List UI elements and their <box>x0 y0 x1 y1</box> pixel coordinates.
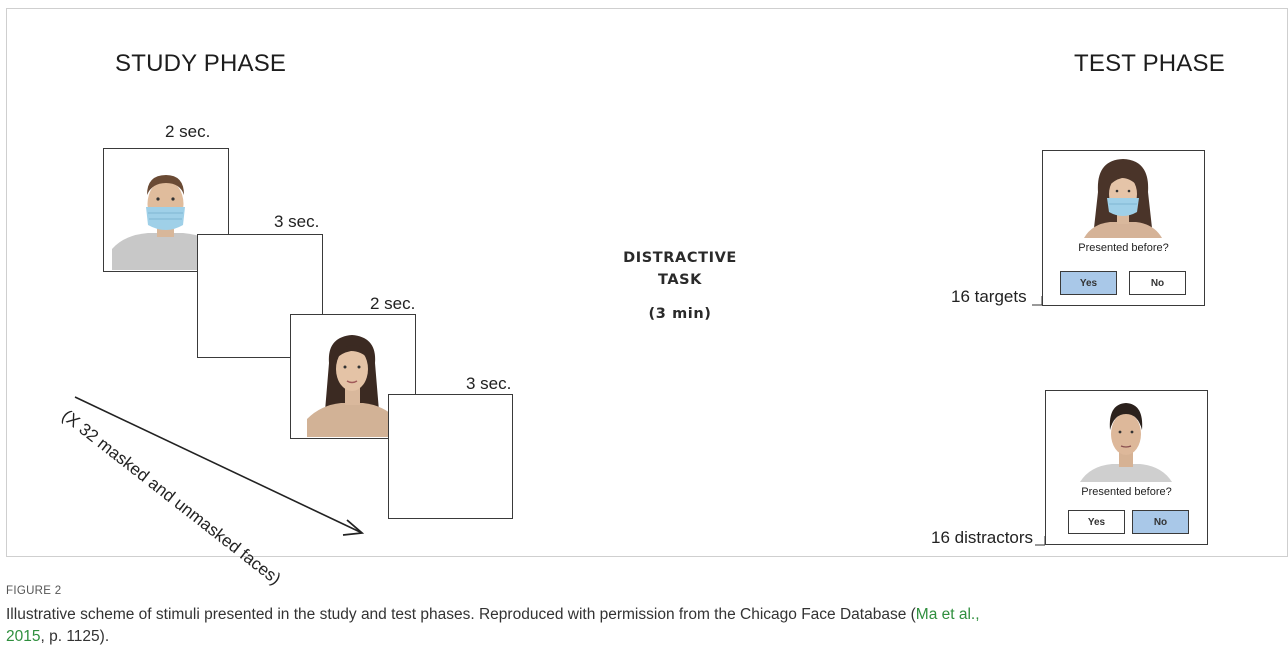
figure-number: FIGURE 2 <box>6 585 62 597</box>
caption-text-start: Illustrative scheme of stimuli presented… <box>6 606 916 623</box>
masked-female-face-image <box>1084 159 1162 238</box>
duration-label-2: 3 sec. <box>274 212 320 231</box>
no-button-selected[interactable]: No <box>1132 510 1189 534</box>
distractive-line-2: TASK <box>657 272 703 288</box>
study-frame-masked-face <box>103 148 229 272</box>
distractive-line-1: DISTRACTIVE <box>623 250 737 266</box>
unmasked-male-face-image <box>1080 403 1172 482</box>
figure-caption: Illustrative scheme of stimuli presented… <box>6 604 1276 648</box>
distractive-duration: (3 min) <box>648 306 712 322</box>
targets-count-label: 16 targets <box>951 287 1027 306</box>
duration-label-4: 3 sec. <box>466 374 512 393</box>
question-text-2: Presented before? <box>1081 486 1172 498</box>
no-button[interactable]: No <box>1129 271 1186 295</box>
study-phase-title: STUDY PHASE <box>115 50 287 77</box>
unmasked-female-face-image <box>307 335 397 437</box>
test-panel-targets: Presented before? Yes No <box>1042 150 1205 306</box>
study-frame-blank-2 <box>388 394 513 519</box>
citation-link-year[interactable]: 2015 <box>6 628 41 645</box>
test-phase-title: TEST PHASE <box>1074 50 1225 77</box>
duration-label-1: 2 sec. <box>165 122 211 141</box>
masked-male-face-image <box>112 175 219 270</box>
yes-button-selected[interactable]: Yes <box>1060 271 1117 295</box>
caption-text-end: , p. 1125). <box>40 628 110 645</box>
distractive-task-label: DISTRACTIVE TASK (3 min) <box>600 247 760 325</box>
yes-button[interactable]: Yes <box>1068 510 1125 534</box>
question-text-1: Presented before? <box>1078 242 1169 254</box>
duration-label-3: 2 sec. <box>370 294 416 313</box>
distractors-count-label: 16 distractors <box>931 528 1034 547</box>
citation-link-authors[interactable]: Ma et al., <box>915 606 980 623</box>
test-panel-distractors: Presented before? Yes No <box>1045 390 1208 545</box>
